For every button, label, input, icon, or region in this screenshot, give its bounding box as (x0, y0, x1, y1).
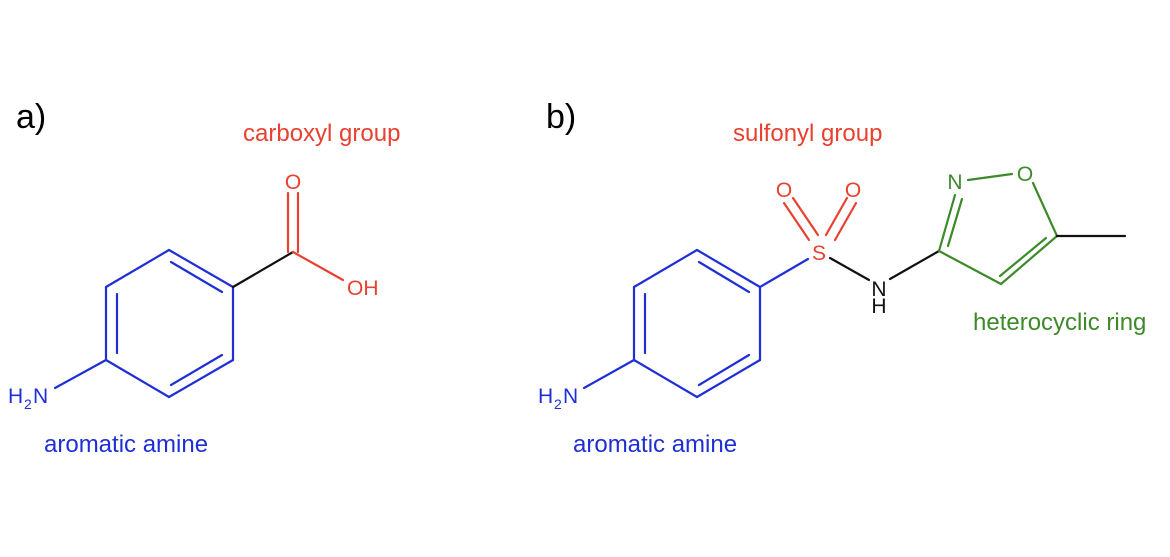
carboxyl-group-label: carboxyl group (243, 120, 400, 147)
panel-b-sulfur-nh-bond (828, 256, 871, 282)
panel-a: a) carboxyl group O OH (8, 98, 400, 458)
panel-b-amine-h: H (538, 385, 553, 408)
nh-n-atom: N (871, 278, 886, 301)
panel-a-amine-h: H (8, 385, 23, 408)
carboxyl-o-atom: O (285, 171, 301, 194)
panel-b-aromatic-amine-label: aromatic amine (573, 431, 737, 458)
heterocyclic-ring-label: heterocyclic ring (973, 309, 1146, 336)
panel-b-amine-subscript: 2 (554, 396, 562, 412)
panel-b-amine-atom: H 2 N (538, 385, 578, 412)
panel-b-benzene-ring (582, 248, 762, 399)
panel-a-carboxyl (286, 191, 345, 282)
panel-a-amine-subscript: 2 (24, 396, 32, 412)
panel-b-nh-ring-bond (888, 249, 941, 281)
panel-b-amine-n: N (563, 385, 578, 408)
sulfonyl-o-right: O (845, 179, 861, 202)
panel-b: b) sulfonyl group O O S (538, 98, 1146, 458)
panel-b-label: b) (546, 98, 576, 136)
panel-b-sulfonyl (782, 196, 858, 242)
sulfonyl-o-left: O (776, 179, 792, 202)
isoxazole-o-atom: O (1017, 163, 1033, 186)
sulfur-atom: S (812, 242, 826, 265)
panel-a-label: a) (16, 98, 46, 136)
panel-a-benzene-ring (53, 248, 235, 399)
panel-a-amine-n: N (33, 385, 48, 408)
panel-a-amine-atom: H 2 N (8, 385, 48, 412)
sulfonyl-group-label: sulfonyl group (733, 120, 882, 147)
panel-b-isoxazole-ring (937, 172, 1059, 286)
hydroxyl-atom: OH (347, 277, 379, 300)
isoxazole-n-atom: N (947, 171, 962, 194)
nh-h-atom: H (871, 295, 886, 318)
panel-a-ring-carboxyl-bond (231, 250, 295, 289)
panel-b-ring-sulfur-bond (758, 257, 810, 289)
panel-a-aromatic-amine-label: aromatic amine (44, 431, 208, 458)
